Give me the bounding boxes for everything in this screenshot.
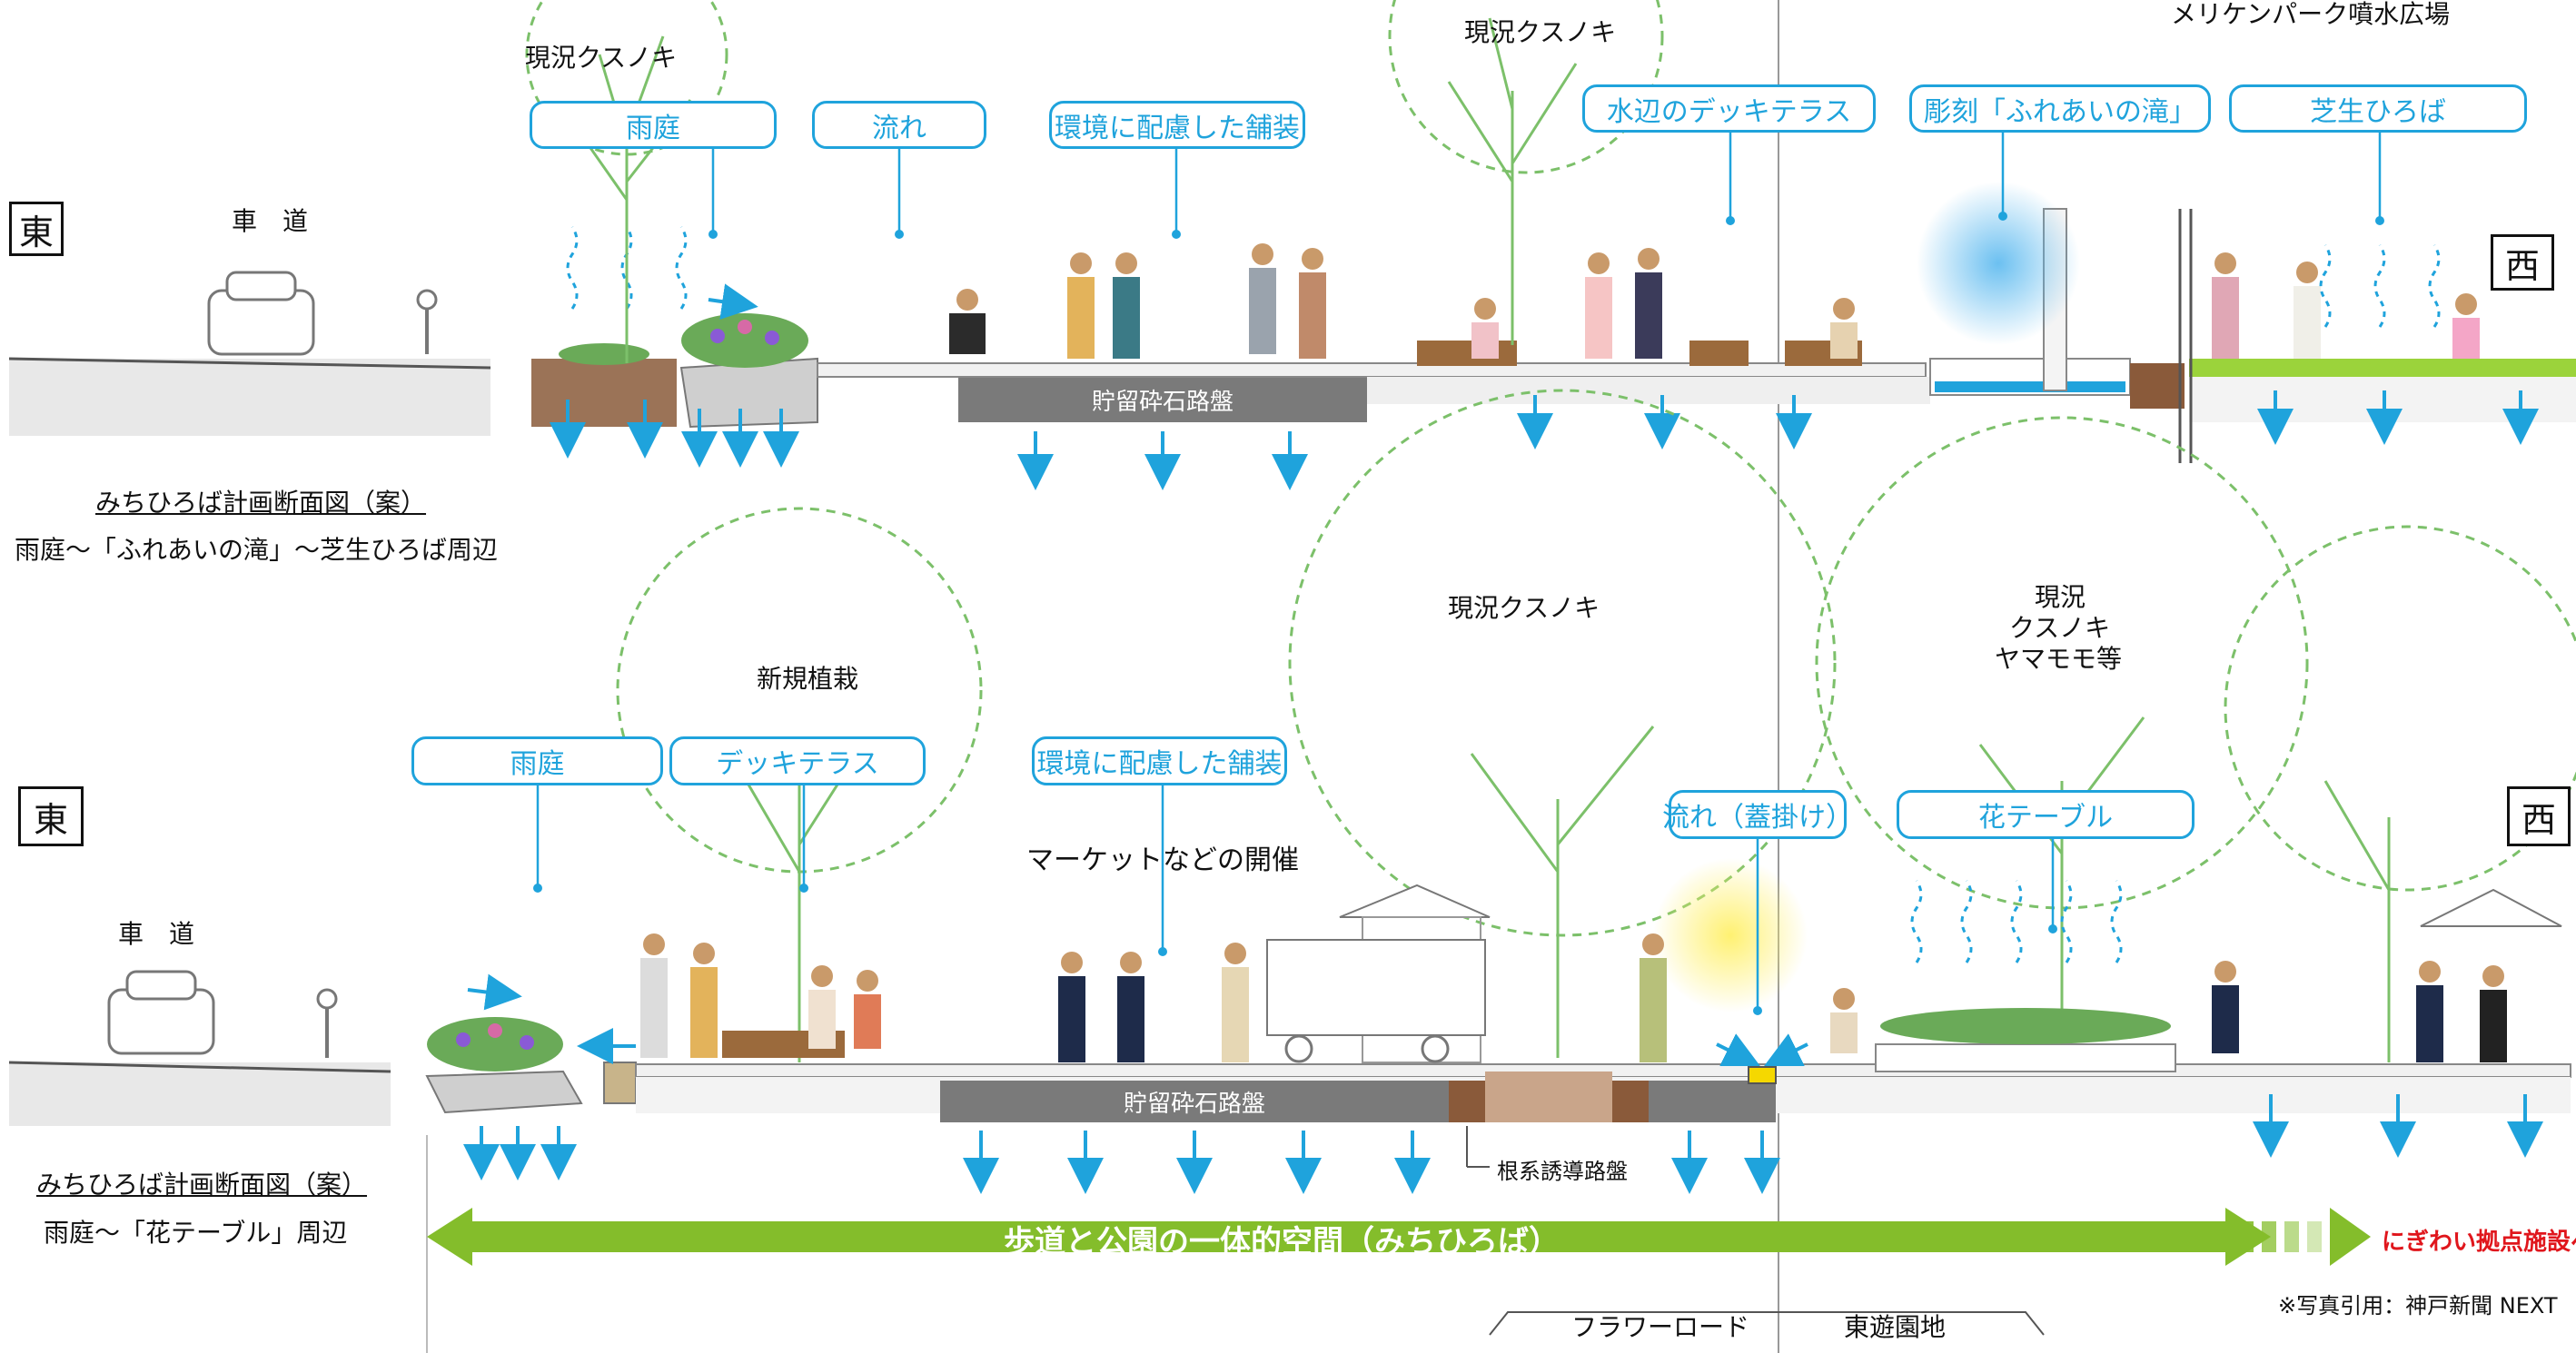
top-gravel-base-shape <box>958 377 1367 422</box>
pill-eco-paving-top: 環境に配慮した舗装 <box>1049 101 1305 149</box>
pill-eco-paving-bottom: 環境に配慮した舗装 <box>1032 736 1287 785</box>
top-park-label: メリケンパーク噴水広場 <box>2171 0 2451 29</box>
bottom-roadway-label: 車 道 <box>118 919 195 949</box>
bottom-section-ground <box>8 781 2571 1353</box>
pill-deck-terrace-bottom: デッキテラス <box>669 736 926 785</box>
banner-arrow <box>427 1208 2371 1266</box>
bottom-gravel-base-label: 貯留砕石路盤 <box>1123 1090 1265 1118</box>
pill-flow-top: 流れ <box>812 101 986 149</box>
photo-credit: ※写真引用：神戸新聞 NEXT <box>2278 1293 2558 1318</box>
pill-sculpture-top: 彫刻「ふれあいの滝」 <box>1909 84 2211 133</box>
bottom-section-caption: 雨庭～「花テーブル」周辺 <box>44 1218 348 1248</box>
pill-covered-flow-bottom: 流れ（蓋掛け） <box>1662 790 1853 839</box>
root-base-label: 根系誘導路盤 <box>1497 1159 1628 1184</box>
bottom-tree-label-2-line3: ヤマモモ等 <box>1995 644 2123 674</box>
pill-lawn-top: 芝生ひろば <box>2229 84 2527 133</box>
bottom-section-title: みちひろば計画断面図（案） <box>36 1170 368 1200</box>
bottom-tree-label-1: 現況クスノキ <box>1448 593 1600 623</box>
tree-illustrations <box>525 0 2576 1062</box>
top-gravel-base-label: 貯留砕石路盤 <box>1091 388 1234 416</box>
top-section-caption: 雨庭～「ふれあいの滝」～芝生ひろば周辺 <box>15 535 499 565</box>
top-section-title: みちひろば計画断面図（案） <box>95 488 427 518</box>
top-east-label: 東 <box>9 202 64 256</box>
bottom-tree-label-2-line1: 現況 <box>2035 582 2086 612</box>
top-tree-label-1: 現況クスノキ <box>525 43 678 73</box>
to-facility-label: にぎわい拠点施設へ <box>2382 1229 2576 1256</box>
top-roadway-label: 車 道 <box>232 206 309 236</box>
market-label: マーケットなどの開催 <box>1026 844 1299 876</box>
bottom-east-label: 東 <box>18 786 84 846</box>
pill-flower-table-bottom: 花テーブル <box>1897 790 2195 839</box>
bottom-west-label: 西 <box>2507 786 2571 846</box>
pill-rain-garden-bottom: 雨庭 <box>411 736 663 785</box>
flower-road-label: フラワーロード <box>1571 1312 1750 1342</box>
banner-label: 歩道と公園の一体的空間（みちひろば） <box>1004 1224 1560 1260</box>
bottom-gravel-base-shape <box>940 1081 1449 1122</box>
east-park-label: 東遊園地 <box>1844 1312 1947 1342</box>
new-planting-label: 新規植栽 <box>757 664 859 694</box>
top-west-label: 西 <box>2491 234 2554 291</box>
bottom-tree-label-2-line2: クスノキ <box>2009 613 2111 643</box>
pill-rain-garden-top: 雨庭 <box>530 101 777 149</box>
pill-deck-terrace-top: 水辺のデッキテラス <box>1582 84 1876 133</box>
top-section-ground <box>8 127 2576 490</box>
top-tree-label-2: 現況クスノキ <box>1464 17 1617 47</box>
